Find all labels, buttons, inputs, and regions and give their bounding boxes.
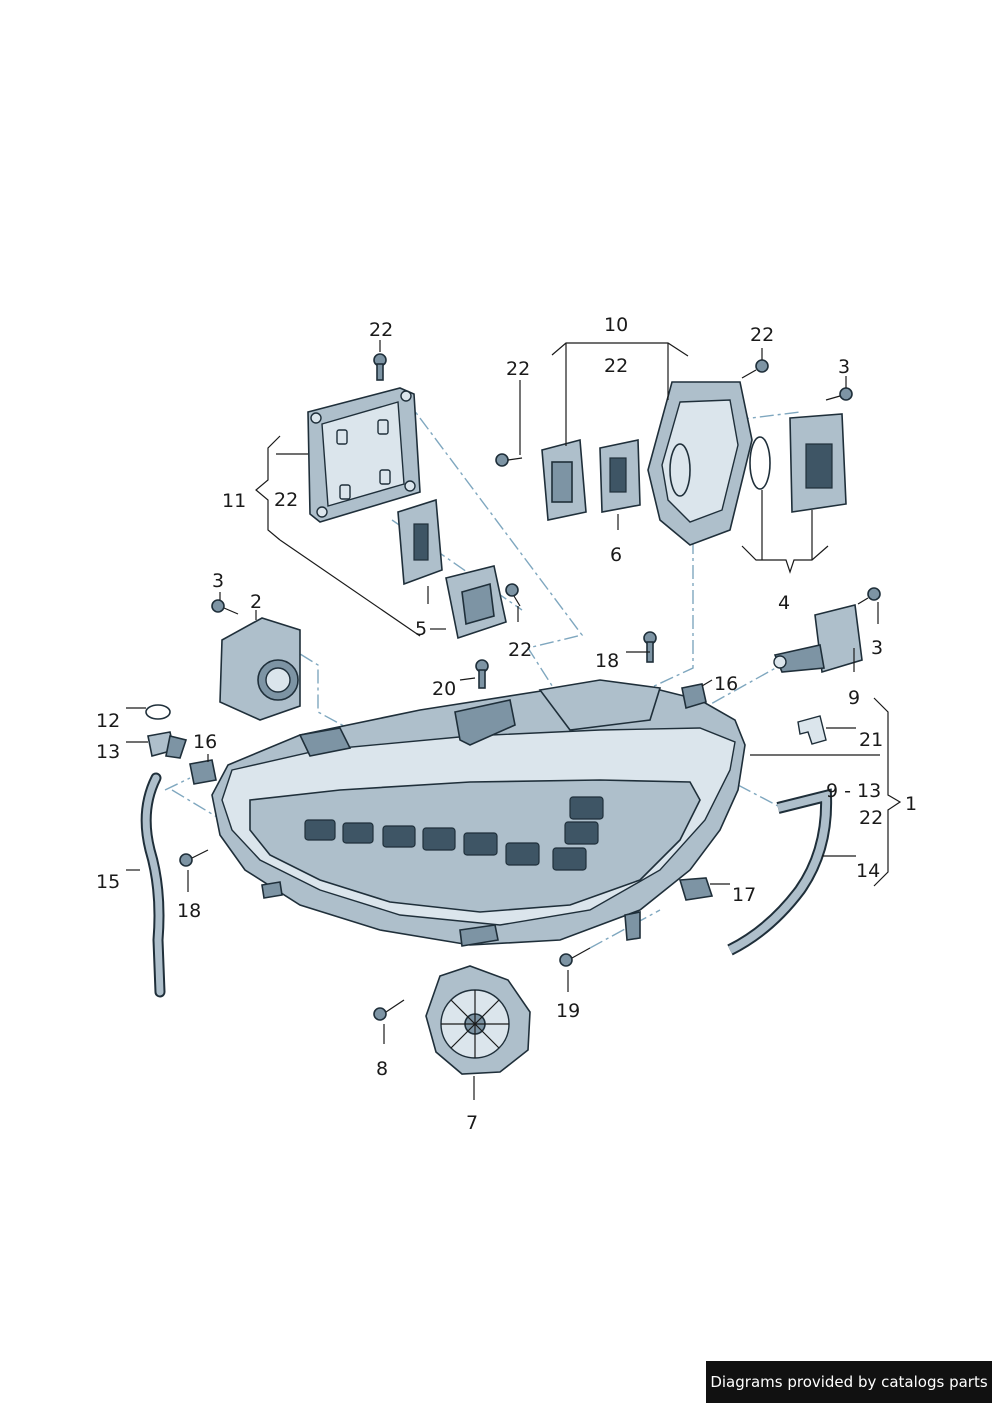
clips-and-seals bbox=[145, 683, 827, 901]
callout-label: 22 bbox=[859, 807, 883, 829]
callout-label: 13 bbox=[96, 741, 120, 763]
callout-label: 22 bbox=[604, 355, 628, 377]
leader-lines bbox=[126, 340, 902, 1100]
callout-label: 1 bbox=[905, 793, 917, 815]
callout-label: 7 bbox=[466, 1112, 478, 1134]
callout-label: 22 bbox=[506, 358, 530, 380]
callout-label: 12 bbox=[96, 710, 120, 732]
fan-cover bbox=[425, 965, 531, 1075]
callout-label: 16 bbox=[193, 731, 217, 753]
callout-label: 22 bbox=[508, 639, 532, 661]
callout-label: 9 bbox=[848, 687, 860, 709]
callout-label: 6 bbox=[610, 544, 622, 566]
headlight-housing bbox=[211, 679, 746, 947]
callout-label: 4 bbox=[778, 592, 790, 614]
module-frame bbox=[647, 381, 753, 546]
adjuster-motor bbox=[773, 604, 863, 674]
control-module-4 bbox=[789, 413, 847, 513]
ballast-unit bbox=[219, 617, 301, 721]
callout-label: 21 bbox=[859, 729, 883, 751]
callout-label: 3 bbox=[838, 356, 850, 378]
callout-label: 18 bbox=[595, 650, 619, 672]
callout-label: 10 bbox=[604, 314, 628, 336]
module-6 bbox=[599, 439, 641, 513]
callout-label: 18 bbox=[177, 900, 201, 922]
led-module bbox=[397, 498, 443, 586]
credit-text: Diagrams provided by catalogs parts bbox=[710, 1373, 988, 1391]
callout-label: 14 bbox=[856, 860, 880, 882]
callout-label: 22 bbox=[274, 489, 298, 511]
callout-label: 11 bbox=[222, 490, 246, 512]
callout-label: 20 bbox=[432, 678, 456, 700]
vent-hose bbox=[140, 772, 166, 998]
callout-label: 9 - 13 bbox=[826, 780, 881, 802]
callout-label: 3 bbox=[871, 637, 883, 659]
control-unit-plate bbox=[307, 387, 421, 523]
callout-label: 15 bbox=[96, 871, 120, 893]
module-bracket-left bbox=[541, 438, 587, 521]
led-driver-5 bbox=[445, 565, 507, 640]
callout-label: 16 bbox=[714, 673, 738, 695]
callout-label: 5 bbox=[415, 618, 427, 640]
callout-label: 17 bbox=[732, 884, 756, 906]
callout-label: 22 bbox=[750, 324, 774, 346]
callout-label: 3 bbox=[212, 570, 224, 592]
seal-strip bbox=[727, 788, 833, 956]
callout-label: 2 bbox=[250, 591, 262, 613]
callout-label: 22 bbox=[369, 319, 393, 341]
callout-label: 19 bbox=[556, 1000, 580, 1022]
callout-labels: 22 10 22 22 22 3 11 22 6 4 3 2 5 22 18 3… bbox=[96, 314, 917, 1134]
credit-footer: Diagrams provided by catalogs parts bbox=[706, 1361, 992, 1403]
gasket-ring bbox=[749, 436, 771, 490]
screws bbox=[179, 353, 881, 1021]
callout-label: 8 bbox=[376, 1058, 388, 1080]
